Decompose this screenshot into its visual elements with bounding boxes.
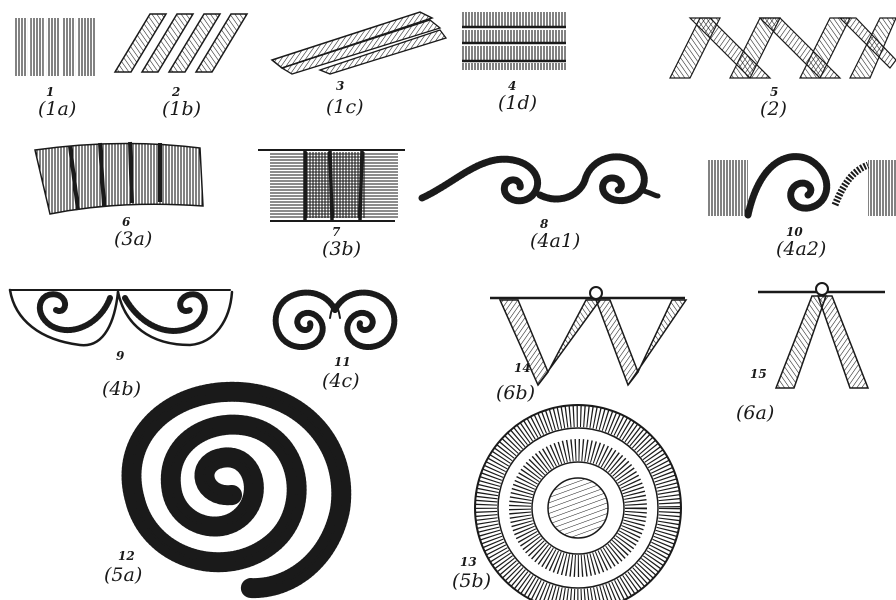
ornament-10-spiral-with-bands (708, 157, 896, 216)
ornament-4-horizontal-rows (462, 12, 566, 70)
ornament-11-twin-spirals (276, 293, 395, 347)
ornament-2-diagonal-strokes (115, 14, 247, 72)
figure-number: 12 (118, 550, 135, 562)
figure-code: (1b) (162, 100, 201, 119)
figure-code: (1a) (38, 100, 76, 119)
ornament-3-oblique-strokes (272, 12, 446, 74)
figure-code: (3b) (322, 240, 361, 259)
figure-number: 11 (334, 356, 351, 368)
figure-number: 7 (332, 226, 340, 238)
ornament-7-band-panel (258, 150, 405, 221)
figure-number: 5 (770, 86, 778, 98)
ornament-15-hanging-v (758, 283, 885, 388)
figure-number: 6 (122, 216, 130, 228)
figure-code: (3a) (114, 230, 152, 249)
ornament-6-band-panel (35, 142, 203, 214)
figure-number: 10 (786, 226, 803, 238)
ornament-8-running-spiral (422, 157, 658, 201)
figure-code: (5b) (452, 572, 491, 591)
figure-code: (4a2) (776, 240, 826, 259)
figure-number: 13 (460, 556, 477, 568)
figure-number: 8 (540, 218, 548, 230)
figure-number: 3 (336, 80, 344, 92)
ornament-12-spiral-disc (131, 392, 341, 588)
ornament-1-vertical-strokes (14, 18, 96, 76)
ornament-13-concentric-disc (475, 405, 681, 600)
figure-code: (5a) (104, 566, 142, 585)
ornament-9-dome-spirals (10, 290, 232, 345)
figure-number: 15 (750, 368, 767, 380)
figure-code: (1c) (326, 98, 364, 117)
figure-code: (6b) (496, 384, 535, 403)
figure-number: 14 (514, 362, 531, 374)
figure-number: 1 (46, 86, 54, 98)
figure-number: 2 (172, 86, 180, 98)
figure-code: (4c) (322, 372, 360, 391)
figure-code: (6a) (736, 404, 774, 423)
ornament-5-herringbone (670, 18, 896, 78)
figure-number: 9 (116, 350, 124, 362)
figure-code: (4a1) (530, 232, 580, 251)
figure-code: (1d) (498, 94, 537, 113)
figure-code: (4b) (102, 380, 141, 399)
figure-number: 4 (508, 80, 516, 92)
figure-code: (2) (760, 100, 787, 119)
